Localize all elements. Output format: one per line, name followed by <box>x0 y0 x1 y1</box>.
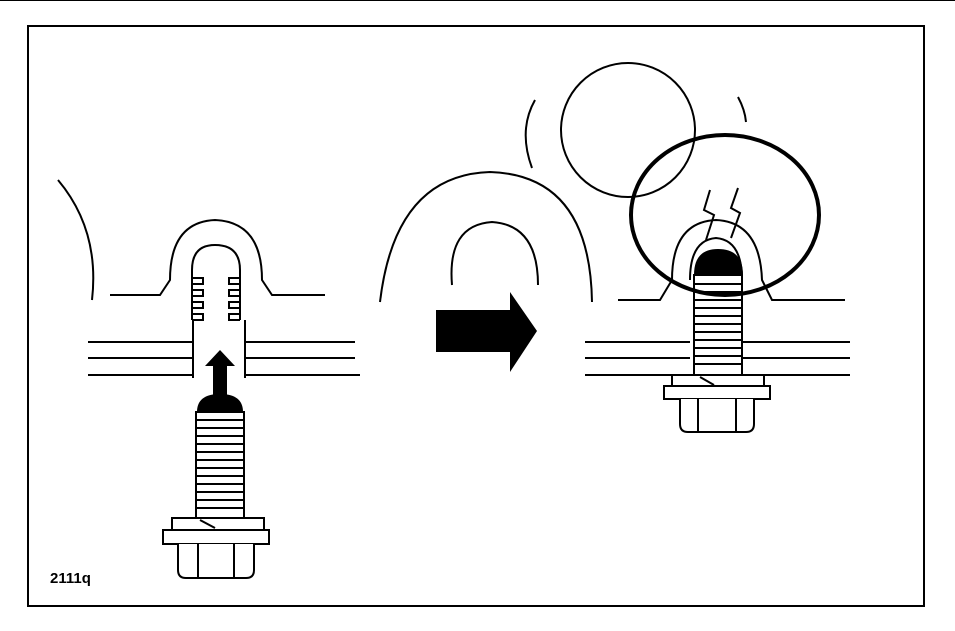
right-inner-arc <box>450 220 539 286</box>
upper-left-arc-fragment <box>524 99 536 169</box>
crack-right <box>729 187 742 239</box>
left-hole-threads-r <box>228 277 240 321</box>
right-bolt-head <box>679 399 755 433</box>
damage-highlight-ellipse <box>629 133 821 297</box>
after-panel <box>379 62 850 376</box>
crack-left <box>702 189 716 241</box>
left-bolt-spring <box>199 519 216 529</box>
figure-reference-code: 2111q <box>50 570 91 587</box>
upper-right-arc-fragment <box>737 96 747 123</box>
right-plate-profile <box>618 218 845 301</box>
left-bolt-tip <box>196 393 244 413</box>
left-hole-threads-l <box>192 277 204 321</box>
left-bolt-flange <box>162 529 270 545</box>
right-bolt-shank <box>693 274 743 378</box>
left-bolt-head <box>177 544 255 579</box>
upper-circle <box>560 62 696 198</box>
left-bolt-shank <box>195 411 245 521</box>
left-inner-dome <box>191 243 241 320</box>
before-panel <box>57 179 360 378</box>
right-bolt-tip <box>693 248 744 276</box>
arrow-right-icon <box>436 292 537 372</box>
left-housing-arc <box>57 179 95 301</box>
left-plate-profile <box>110 218 325 296</box>
left-bolt <box>162 393 270 579</box>
diagram-frame <box>27 25 925 607</box>
right-bolt-threads <box>694 283 742 365</box>
left-bolt-washer <box>171 517 265 531</box>
right-bolt-washer <box>671 374 765 387</box>
right-bolt-spring <box>699 376 715 386</box>
arrow-up-icon <box>205 350 235 395</box>
left-bolt-threads <box>196 419 244 509</box>
right-housing-arc <box>379 170 593 303</box>
right-bolt-flange <box>663 385 771 400</box>
